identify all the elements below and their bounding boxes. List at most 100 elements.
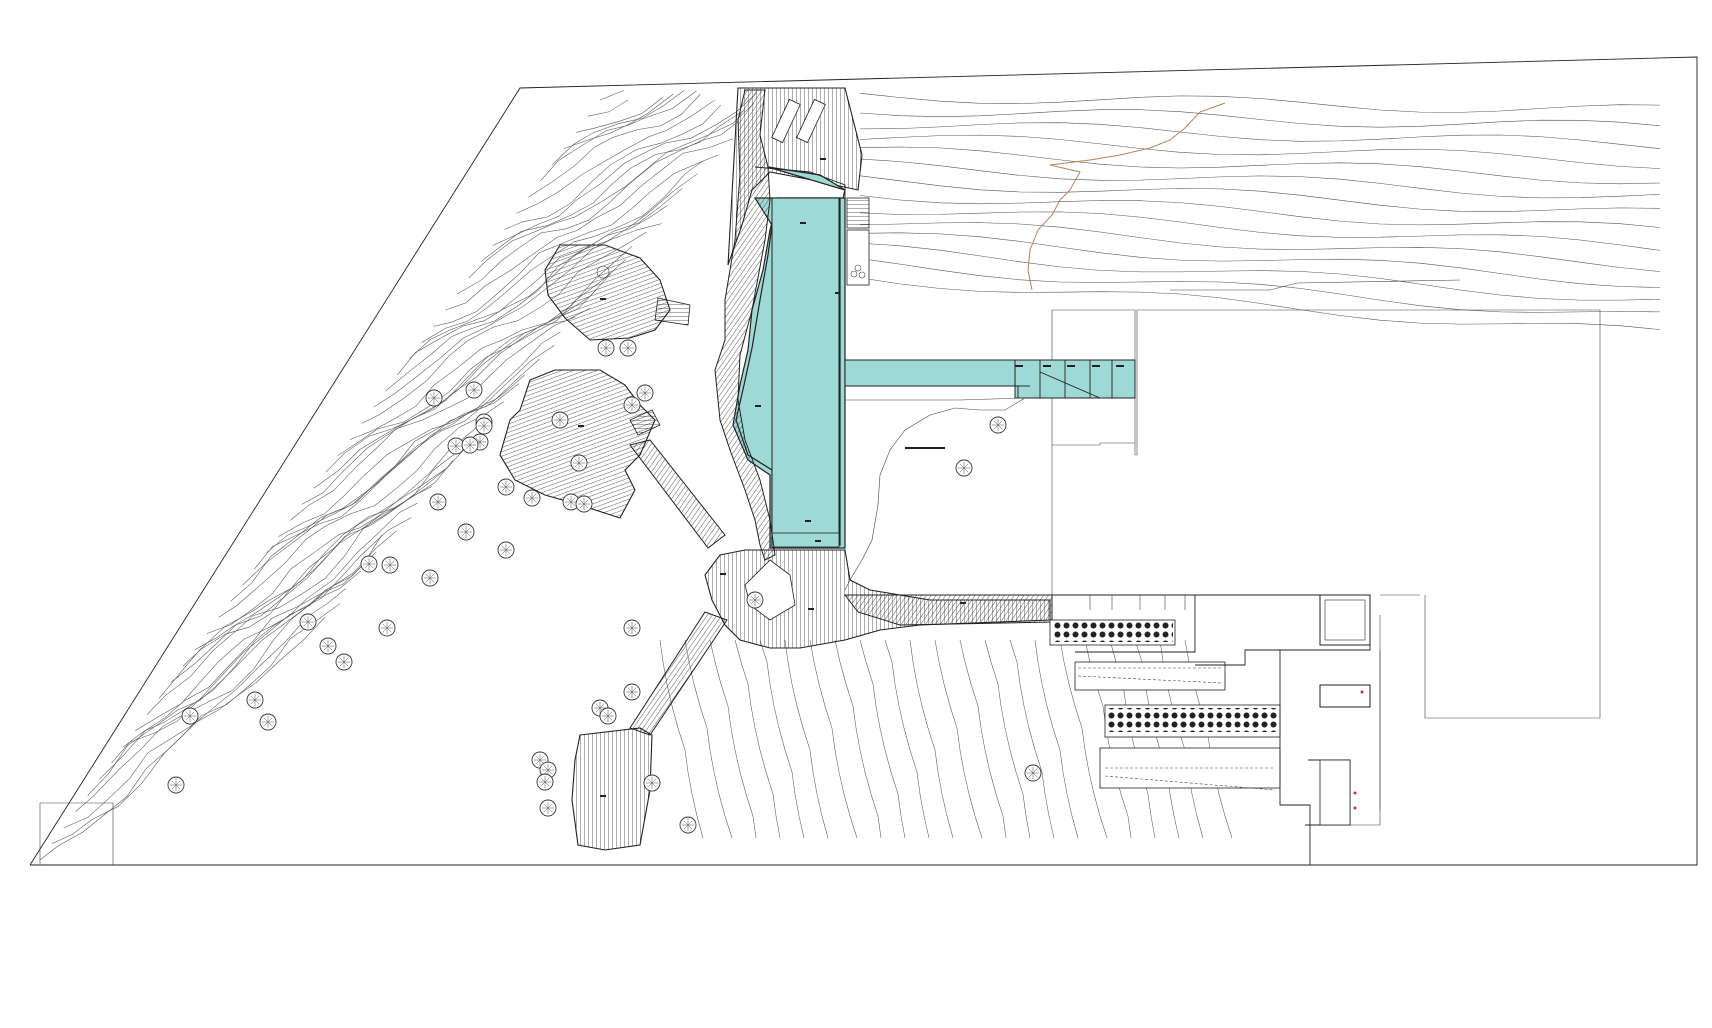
tree-symbol-stroke [543,803,553,813]
tree-symbol-stroke [543,765,553,775]
contour-line [859,146,1661,185]
south-deck [571,727,653,851]
contour-line [278,331,561,537]
contour-line [1034,639,1079,839]
terrace-path-line-lower [1027,164,1081,291]
contour-line [588,99,629,117]
contour-line [397,188,683,376]
pool-edge-walkway [771,532,840,548]
contour-line [123,517,412,748]
tree-symbol-stroke [647,778,657,788]
deck-walkway [629,439,726,549]
contour-line [859,277,1661,330]
tree-symbol-stroke [501,545,511,555]
tree-symbol-stroke [469,385,479,395]
tree-symbol-stroke [574,458,584,468]
contour-line [456,120,740,295]
pool-wall [754,166,846,198]
tree-symbol-stroke [601,343,611,353]
contour-line [492,92,757,246]
tree-symbol-stroke [433,497,443,507]
contour-line [576,96,664,133]
tree-symbol-stroke [303,617,313,627]
site-boundary [29,56,1698,866]
tree-symbol-stroke [555,415,565,425]
contour-line [254,358,540,570]
tree-symbol-stroke [579,499,589,509]
lawn-outline [844,397,1027,591]
tree-symbol-stroke [323,641,333,651]
south-walkway [629,611,728,736]
tree-symbol-stroke [627,400,637,410]
contour-line [206,417,489,634]
tree-symbol-stroke [250,695,260,705]
tree-symbol-stroke [603,711,613,721]
tree-symbol-stroke [640,388,650,398]
contour-line [99,535,382,780]
contour-line [809,639,858,839]
tree-symbol-stroke [385,560,395,570]
pool-steps [846,197,870,286]
contour-line [759,639,805,839]
contour-line [433,154,719,327]
contour-line [468,103,755,279]
contour-line [39,617,326,861]
contour-line [170,460,454,683]
sun-loungers [771,98,826,144]
planting-bed-2 [1074,661,1226,691]
tree-symbol-stroke [451,441,461,451]
contour-line [859,134,1661,169]
contour-line [859,222,1661,272]
tree-symbol-stroke [339,657,349,667]
contour-line [709,639,757,839]
contour-line [147,486,433,715]
contour-line [959,639,1007,839]
tree-symbol-stroke [429,393,439,403]
contour-line [784,639,829,839]
tree-symbol-stroke [364,559,374,569]
contour-line [834,639,882,839]
tree-symbol-stroke [501,482,511,492]
upper-deck-steps [654,297,691,326]
tree-symbol-stroke [185,711,195,721]
contour-line [480,109,746,262]
tree-symbol-stroke [595,703,605,713]
contour-line [528,93,701,198]
tree-symbol-stroke [627,687,637,697]
tree-symbol-stroke [425,573,435,583]
trees [167,339,1042,834]
contour-line [859,211,1661,251]
contour-line [218,401,504,618]
tree-symbol-stroke [959,463,969,473]
contour-line [859,122,1661,149]
contour-line [859,258,1661,313]
tree-symbol-stroke [623,343,633,353]
contour-line [859,93,1661,113]
contour-line [135,502,418,731]
tree-symbol-stroke [479,421,489,431]
contour-line [859,195,1661,228]
pool-basin [771,197,840,544]
contour-line [934,639,983,839]
contour-line [266,345,555,554]
tree-symbol-stroke [461,527,471,537]
tree-symbol-stroke [535,755,545,765]
upper-deck [544,244,671,341]
contour-line [313,289,597,489]
tree-symbol-stroke [750,595,760,605]
contour-line [884,639,930,839]
contour-line [75,570,361,812]
contour-line [1009,639,1055,839]
tree-symbol-stroke [540,777,550,787]
contour-line [504,105,721,230]
contour-line [734,639,781,839]
contour-line [516,99,715,214]
contour-line [290,316,576,521]
contour-line [540,90,697,182]
tree-symbol-stroke [1028,768,1038,778]
tree-symbol-stroke [683,820,693,830]
contour-line [445,138,734,311]
contour-line [564,93,674,149]
walkway-steps [629,409,661,436]
